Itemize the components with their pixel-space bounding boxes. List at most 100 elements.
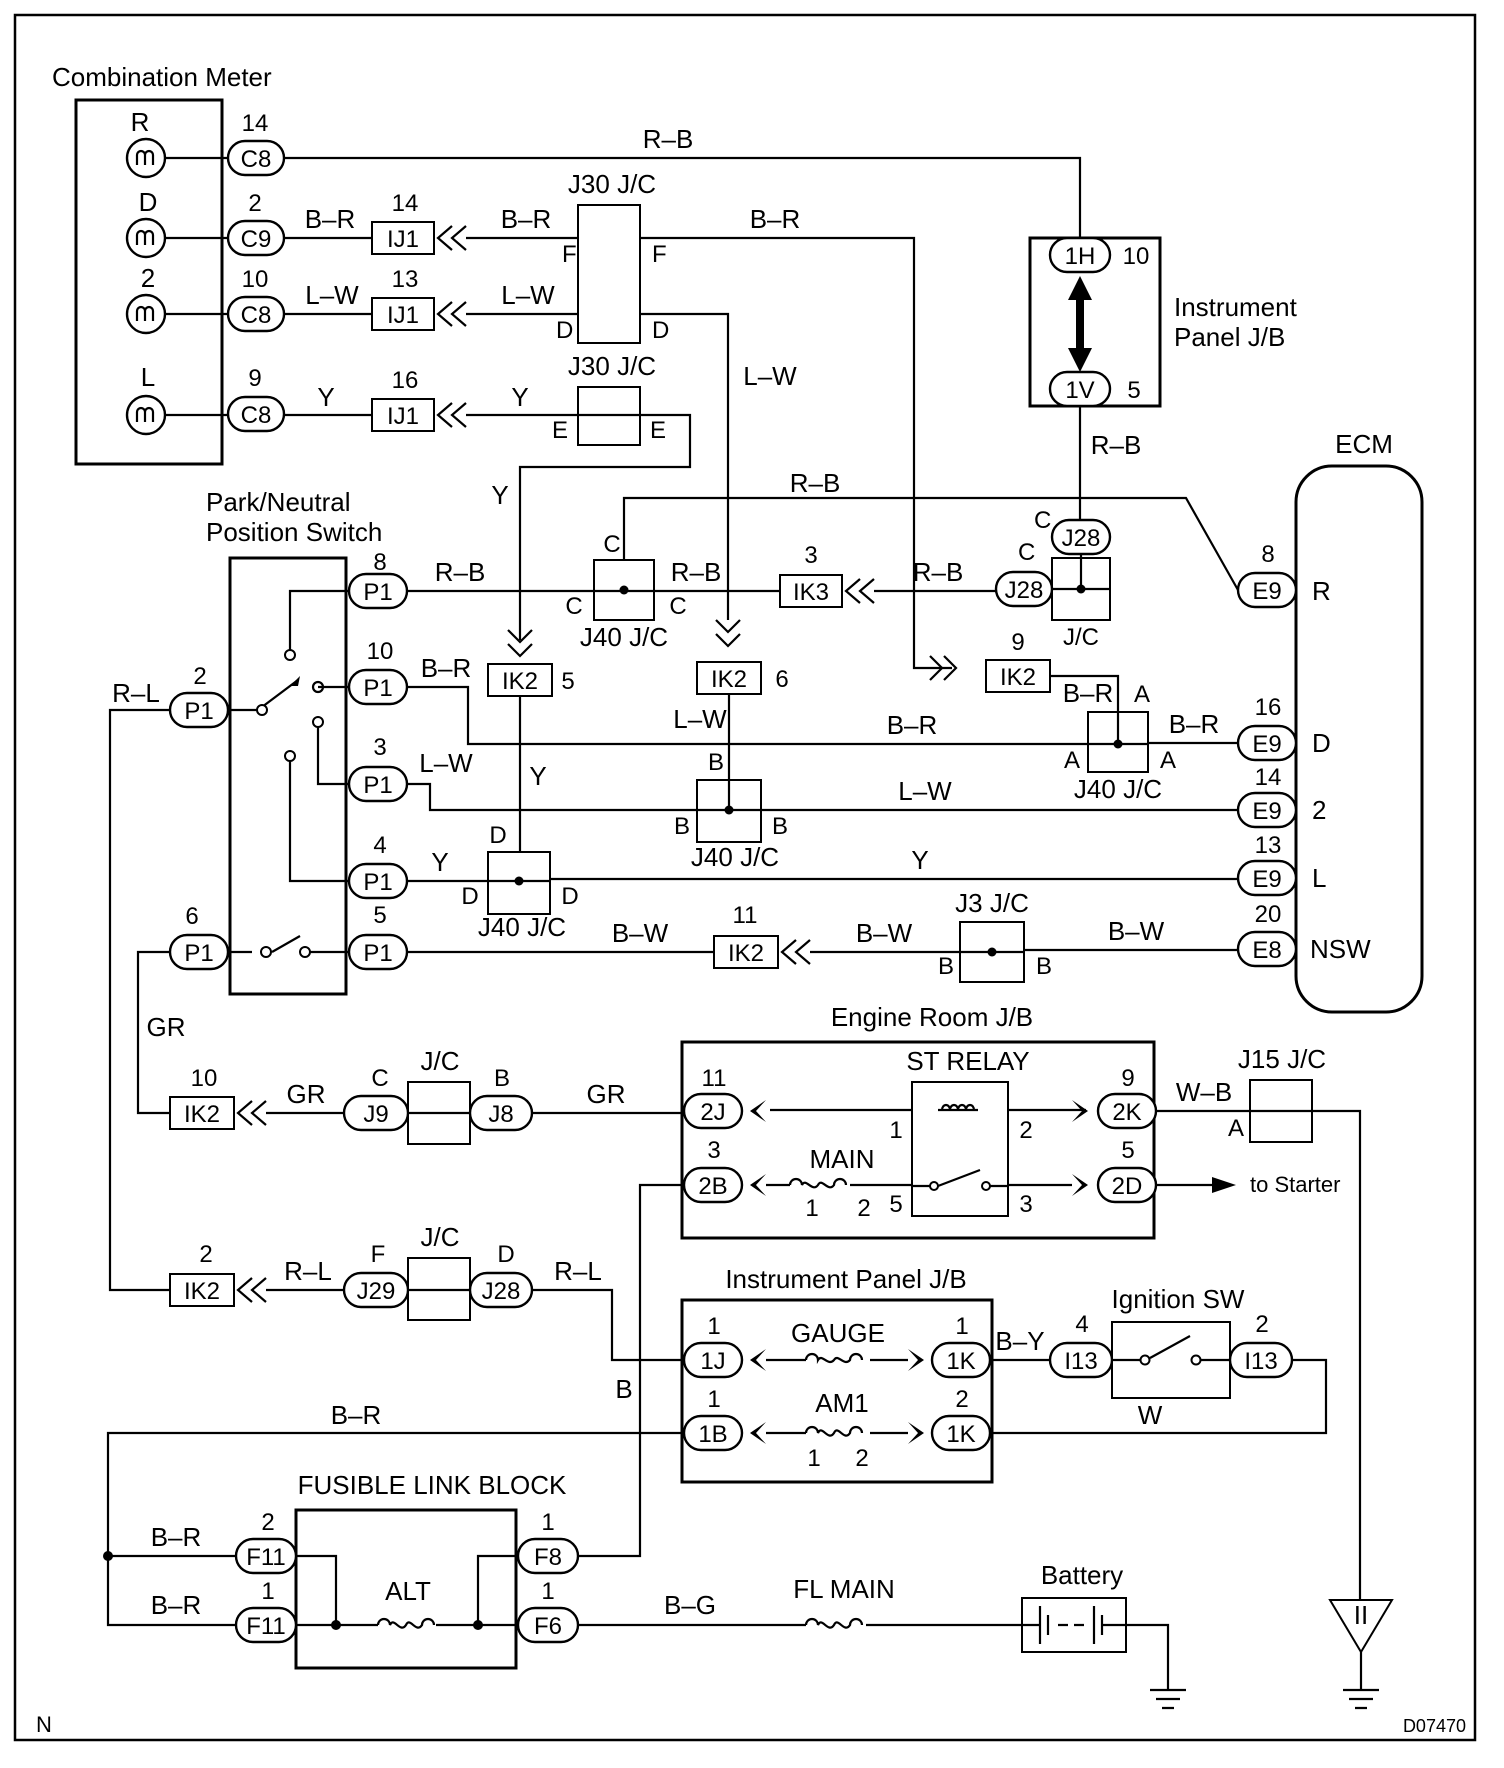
svg-text:I13: I13 [1064,1348,1097,1375]
alt-fuse-label: ALT [385,1576,431,1606]
connector-i13-2: 2 I13 [1228,1311,1294,1379]
svg-text:2: 2 [141,263,155,293]
svg-text:1: 1 [261,1578,274,1605]
instrument-panel-jb2-box [680,1298,994,1484]
svg-text:F8: F8 [534,1544,562,1571]
svg-text:2K: 2K [1112,1099,1141,1126]
ground-triangle-icon: II [1328,1599,1394,1710]
svg-text:P1: P1 [363,772,392,799]
ground-icon-battery [1150,1688,1186,1710]
svg-text:2D: 2D [1112,1173,1143,1200]
fusible-link-block-box [294,1508,518,1670]
svg-text:C8: C8 [241,302,272,329]
ecm-terminal-e9-16: 16 E9 D [1236,694,1331,762]
svg-text:P1: P1 [363,579,392,606]
wire-label-gr-2: GR [287,1079,326,1109]
connector-2j: 11 2J [682,1065,766,1130]
svg-text:C: C [669,593,686,620]
svg-text:B: B [772,813,788,840]
svg-text:IJ1: IJ1 [387,302,419,329]
doc-code: D07470 [1403,1716,1466,1736]
svg-text:1H: 1H [1065,243,1096,270]
wire-label-br-ik2-9: B–R [1063,678,1114,708]
svg-text:J40 J/C: J40 J/C [580,622,668,652]
svg-text:2: 2 [1019,1117,1032,1144]
svg-text:A: A [1134,681,1150,708]
meter-lamp-r: R [125,107,167,179]
svg-text:J/C: J/C [1063,624,1099,651]
connector-1j: 1 1J [682,1313,766,1379]
svg-text:16: 16 [392,367,419,394]
connector-1b: 1 1B [682,1386,766,1452]
svg-text:F: F [562,241,577,268]
connector-1v: 1V 5 [1048,370,1141,408]
svg-text:D: D [556,317,573,344]
svg-text:3: 3 [1019,1191,1032,1218]
svg-text:IJ1: IJ1 [387,403,419,430]
svg-text:I13: I13 [1244,1348,1277,1375]
ecm-terminal-e9-8: 8 E9 R [1236,541,1331,609]
wire-label-gr-3: GR [587,1079,626,1109]
svg-text:J/C: J/C [421,1046,460,1076]
pn-switch-title-2: Position Switch [206,517,382,547]
wire-label-br-1: B–R [305,204,356,234]
svg-text:J28: J28 [1062,525,1101,552]
svg-text:E: E [552,417,568,444]
svg-text:IK2: IK2 [1000,664,1036,691]
wire-label-by: B–Y [995,1326,1044,1356]
fl-main-label: FL MAIN [793,1574,895,1604]
connector-1k-2: 2 1K [908,1386,992,1452]
wire-label-rb-ipjb: R–B [1091,430,1142,460]
wire-label-br-p1-10: B–R [421,653,472,683]
svg-text:5: 5 [889,1191,902,1218]
svg-text:4: 4 [373,832,386,859]
wire-label-lw-1: L–W [305,280,359,310]
svg-text:2: 2 [248,190,261,217]
svg-text:D: D [1312,728,1331,758]
wire-label-rb-j40: R–B [671,557,722,587]
svg-text:5: 5 [561,668,574,695]
svg-text:1J: 1J [700,1348,725,1375]
svg-text:J29: J29 [357,1278,396,1305]
svg-text:J/C: J/C [421,1222,460,1252]
wire-label-lw-ecm: L–W [898,776,952,806]
svg-text:9: 9 [248,365,261,392]
wire-label-br-ecm-d: B–R [1169,709,1220,739]
svg-text:E9: E9 [1252,866,1281,893]
svg-text:9: 9 [1121,1065,1134,1092]
wire-label-gr-left: GR [147,1012,186,1042]
wire-label-lw-ik2: L–W [673,704,727,734]
connector-j28-lower: J28 [994,570,1054,608]
wire-label-lw-3: L–W [743,361,797,391]
combination-meter-title: Combination Meter [52,62,272,92]
svg-text:C: C [603,531,620,558]
to-starter-label: to Starter [1250,1172,1340,1197]
svg-text:8: 8 [1261,541,1274,568]
wire-label-lw-2: L–W [501,280,555,310]
main-fuse-label: MAIN [810,1144,875,1174]
svg-text:C8: C8 [241,402,272,429]
svg-text:10: 10 [367,638,394,665]
svg-text:13: 13 [392,266,419,293]
connector-1h: 1H 10 [1048,236,1149,274]
svg-text:D: D [461,883,478,910]
svg-text:P1: P1 [363,869,392,896]
wire-label-br-j40: B–R [887,710,938,740]
svg-text:1: 1 [707,1313,720,1340]
svg-text:2: 2 [1255,1311,1268,1338]
wire-label-br-f11-2: B–R [151,1522,202,1552]
svg-text:E9: E9 [1252,578,1281,605]
svg-text:F6: F6 [534,1613,562,1640]
connector-ik2-5: IK2 5 [487,663,575,697]
engine-room-jb-title: Engine Room J/B [831,1002,1033,1032]
svg-text:3: 3 [804,542,817,569]
svg-text:C: C [371,1065,388,1092]
wire-label-rb-top: R–B [643,124,694,154]
connector-p1-2: 2 P1 [168,663,230,729]
connector-ik3-3: 3 IK3 [779,542,875,608]
connector-2d: 5 2D [1072,1137,1158,1204]
svg-text:A: A [1064,747,1080,774]
instrument-panel-jb2-title: Instrument Panel J/B [725,1264,966,1294]
svg-text:14: 14 [242,110,269,137]
